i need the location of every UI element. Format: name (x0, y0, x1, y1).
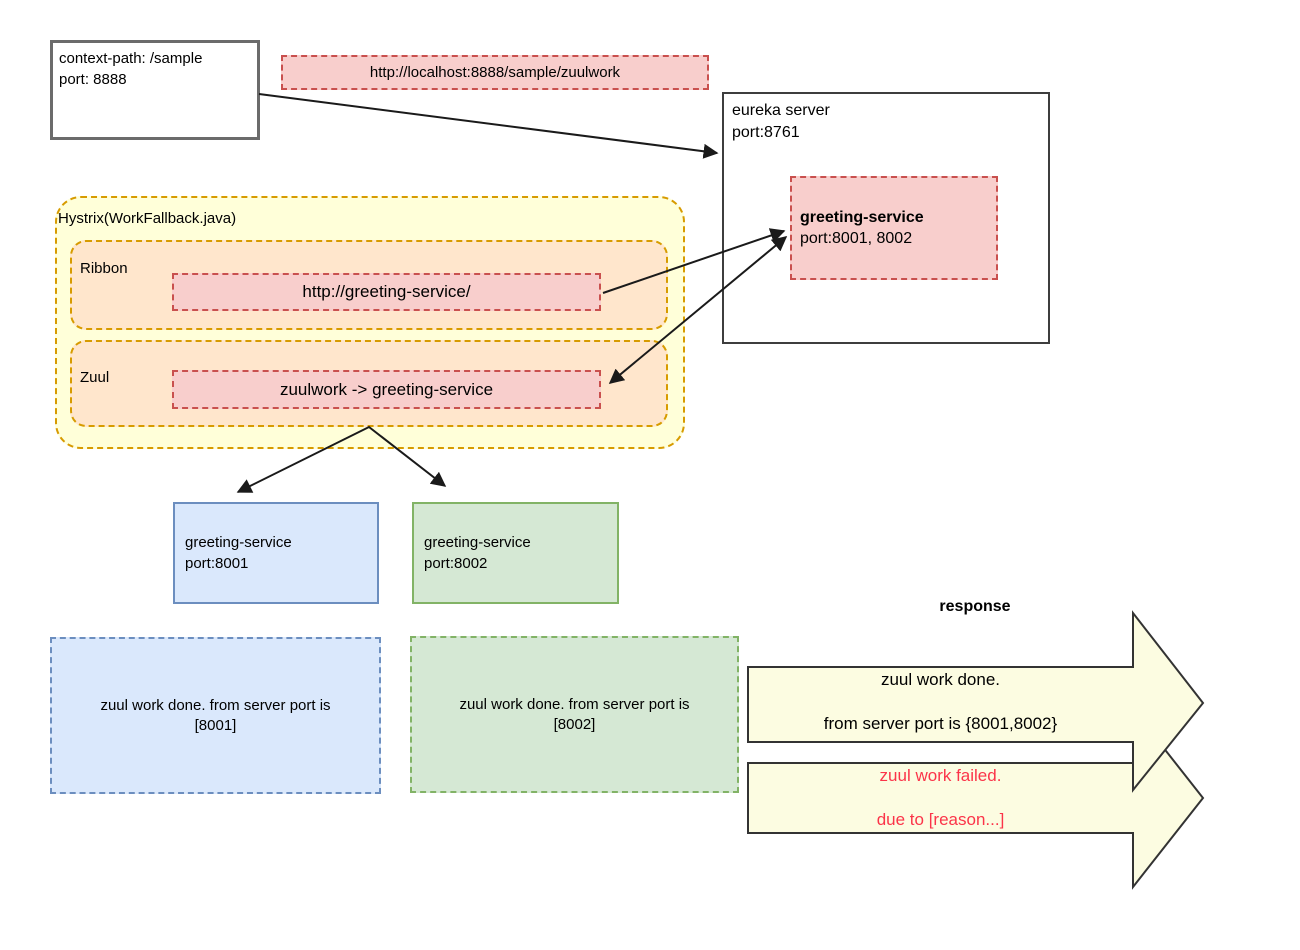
ribbon-label: Ribbon (80, 260, 128, 277)
client-port: port: 8888 (59, 71, 127, 88)
result-text-line1: zuul work done. from server port is (100, 696, 331, 714)
response-heading: response (939, 598, 1011, 615)
zuul-label: Zuul (80, 369, 110, 386)
client-gateway-node: context-path: /sample port: 8888 (50, 40, 260, 140)
instance-service-name: greeting-service (185, 534, 292, 551)
request-url-node: http://localhost:8888/sample/zuulwork (281, 55, 709, 90)
response-failure-line1: zuul work failed. (879, 766, 1002, 785)
hystrix-label: Hystrix(WorkFallback.java) (58, 210, 237, 227)
eureka-port: port:8761 (732, 124, 800, 141)
instance-service-name: greeting-service (424, 534, 531, 551)
result-text-line2: [8001] (194, 716, 237, 734)
arrow-client-to-eureka (258, 93, 719, 159)
eureka-registration-node: greeting-service port:8001, 8002 (790, 176, 998, 280)
instance-port: port:8001 (185, 555, 249, 572)
instance-node-8001: greeting-service port:8001 (173, 502, 379, 604)
result-node-8002: zuul work done. from server port is [800… (410, 636, 739, 793)
result-text-line2: [8002] (553, 715, 596, 733)
eureka-name: eureka server (732, 102, 830, 119)
result-node-8001: zuul work done. from server port is [800… (50, 637, 381, 794)
client-context-path: context-path: /sample (59, 50, 203, 67)
response-failure-arrow-shape (747, 706, 1205, 890)
ribbon-url-node: http://greeting-service/ (172, 273, 601, 311)
zuul-route-node: zuulwork -> greeting-service (172, 370, 601, 409)
ribbon-url-text: http://greeting-service/ (302, 282, 471, 301)
registered-service-ports: port:8001, 8002 (800, 230, 913, 247)
response-success-line1: zuul work done. (880, 670, 1001, 689)
request-url-text: http://localhost:8888/sample/zuulwork (369, 64, 621, 81)
response-success-line2: from server port is {8001,8002} (823, 714, 1058, 733)
response-success-arrow-shape (747, 610, 1205, 793)
instance-port: port:8002 (424, 555, 488, 572)
zuul-route-text: zuulwork -> greeting-service (279, 379, 494, 399)
registered-service-name: greeting-service (800, 209, 924, 226)
response-failure-line2: due to [reason...] (876, 810, 1005, 829)
result-text-line1: zuul work done. from server port is (459, 695, 690, 713)
instance-node-8002: greeting-service port:8002 (412, 502, 619, 604)
